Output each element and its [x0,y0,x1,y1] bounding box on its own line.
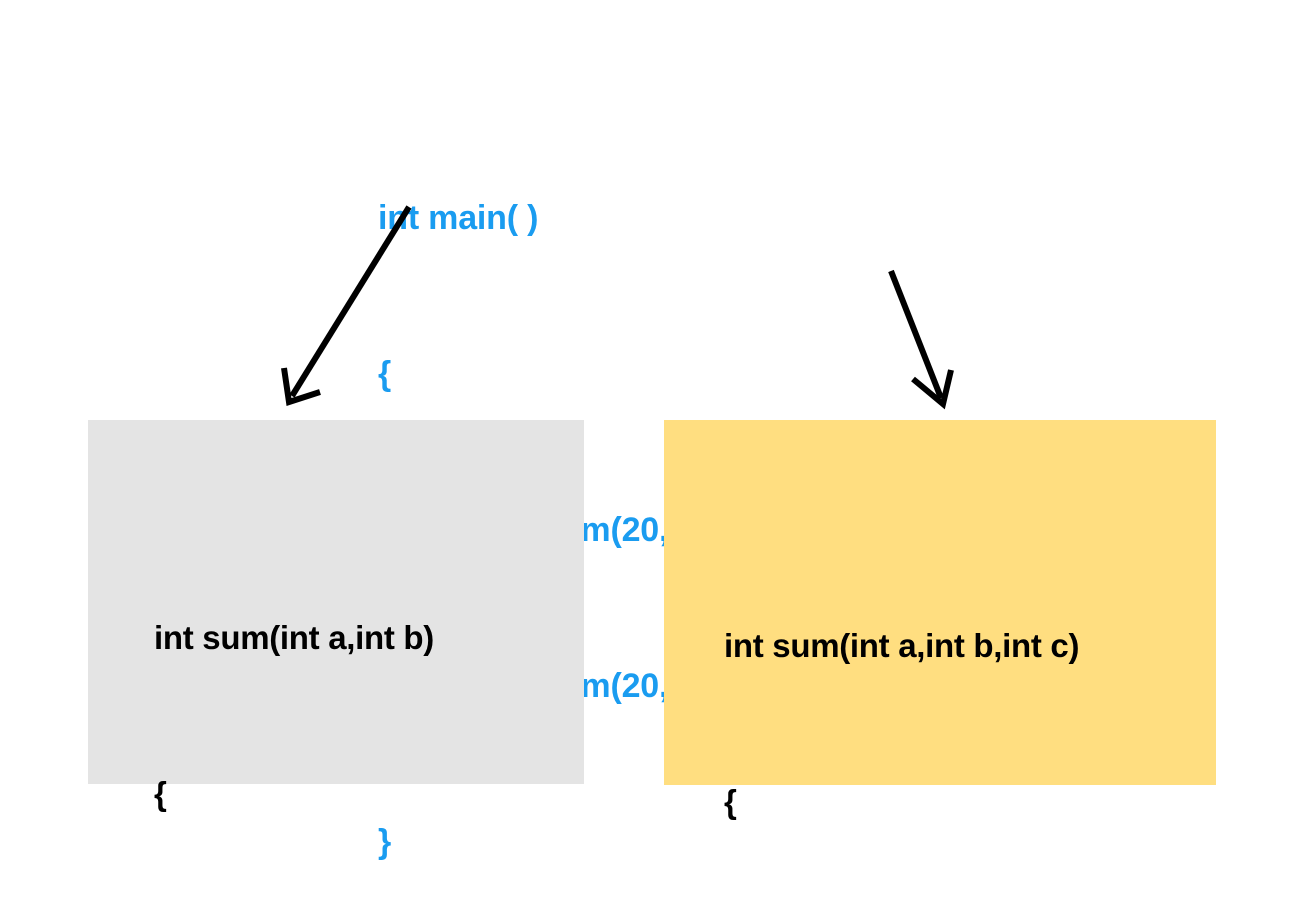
sum-three-args-code: int sum(int a,int b,int c) { return (a+b… [724,516,1079,900]
function-box-sum-three-args: int sum(int a,int b,int c) { return (a+b… [664,420,1216,820]
sum-three-args-line-0: int sum(int a,int b,int c) [724,627,1080,664]
sum-two-args-code: int sum(int a,int b) { return (a+b); } [154,508,434,900]
main-code-line-4: } [378,823,392,861]
main-code-line-1: { [378,355,392,393]
function-box-sum-two-args: int sum(int a,int b) { return (a+b); } [88,420,584,812]
arrow-to-sum-three-args [888,269,954,410]
sum-two-args-line-1: { [154,775,167,812]
sum-three-args-line-1: { [724,783,737,820]
sum-two-args-line-0: int sum(int a,int b) [154,619,434,656]
main-code-line-0: int main( ) [378,199,539,237]
